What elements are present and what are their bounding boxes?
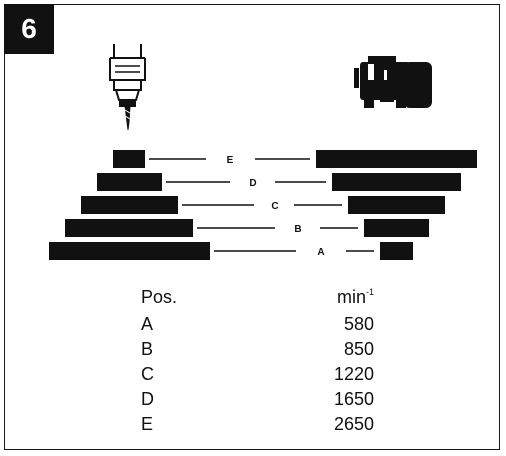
table-row-pos: C: [141, 364, 154, 384]
table-row-pos: B: [141, 339, 153, 359]
motor-step-a: [380, 242, 413, 260]
spindle-step-a: [49, 242, 210, 260]
drill-chuck-icon: [109, 44, 146, 131]
spindle-step-c: [81, 196, 178, 214]
spindle-step-e: [113, 150, 145, 168]
table-row-pos: A: [141, 314, 153, 334]
table-row-speed: 1220: [334, 364, 374, 384]
table-header-speed: min-1: [337, 287, 374, 307]
table-row-pos: E: [141, 414, 153, 434]
spindle-pulley: [49, 150, 210, 260]
table-row-speed: 580: [344, 314, 374, 334]
belt-lines: [149, 158, 374, 252]
belt-label-c: C: [271, 201, 278, 212]
table-row-speed: 850: [344, 339, 374, 359]
motor-step-e: [316, 150, 477, 168]
motor-step-d: [332, 173, 461, 191]
belt-label-d: D: [249, 178, 256, 189]
spindle-step-b: [65, 219, 193, 237]
electric-motor-icon: [354, 56, 432, 108]
spindle-step-d: [97, 173, 162, 191]
table-row-speed: 2650: [334, 414, 374, 434]
motor-step-b: [364, 219, 429, 237]
table-header-position: Pos.: [141, 287, 177, 307]
figure-number: 6: [4, 4, 54, 54]
table-row-speed: 1650: [334, 389, 374, 409]
figure-frame: [4, 4, 500, 450]
motor-step-c: [348, 196, 445, 214]
table-row-pos: D: [141, 389, 154, 409]
motor-pulley: [316, 150, 477, 260]
belt-label-e: E: [227, 155, 234, 166]
speed-table: Pos. min-1 A 580 B 850 C 1220 D 1650 E 2…: [141, 287, 374, 434]
belt-label-b: B: [294, 224, 301, 235]
belt-label-a: A: [317, 247, 324, 258]
